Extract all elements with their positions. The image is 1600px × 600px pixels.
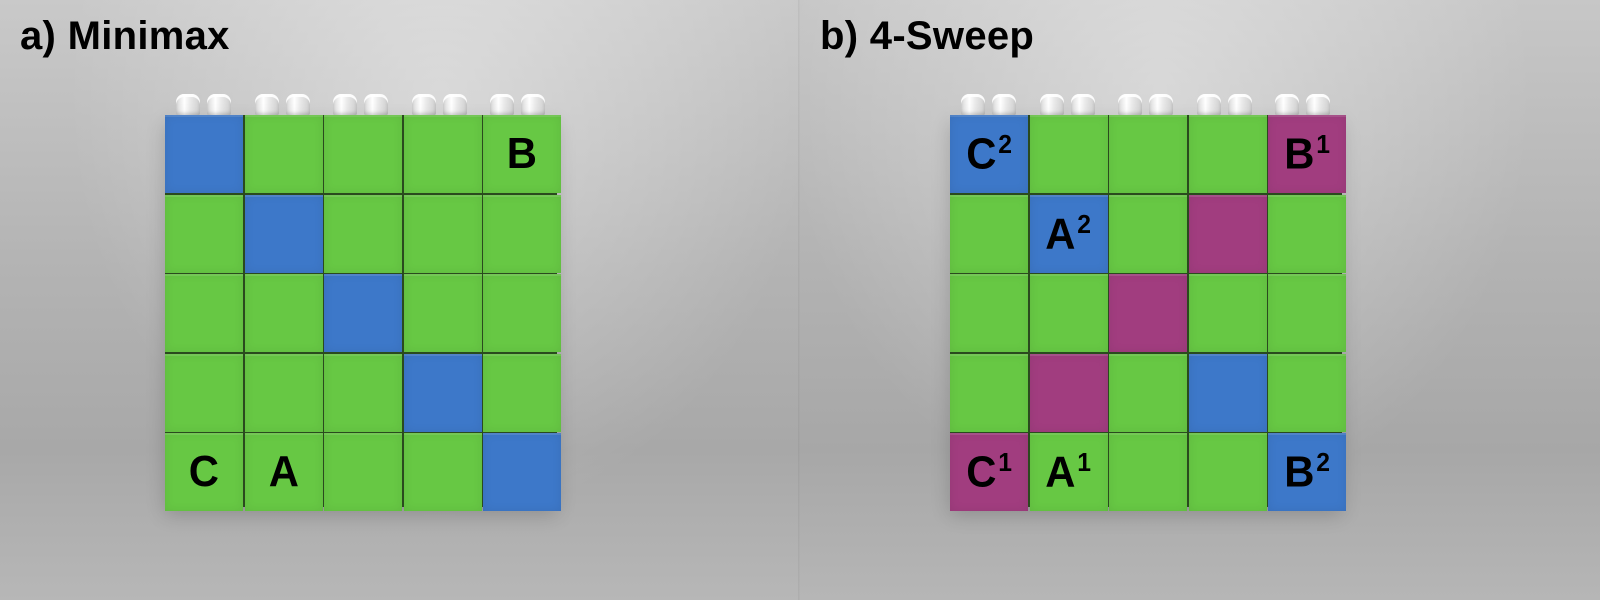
grid-cell-magenta	[1029, 353, 1108, 432]
cell-label: A2	[1046, 211, 1092, 257]
grid-cell-green: C	[165, 433, 243, 511]
grid-cell-green	[1188, 433, 1267, 511]
grid-cell-green	[1109, 433, 1187, 511]
cell-label-letter: B	[506, 129, 538, 178]
grid-cell-blue: C2	[950, 115, 1028, 193]
cell-label-letter: C	[966, 447, 997, 497]
cell-label-superscript: 2	[998, 129, 1012, 160]
grid-cell-green	[1029, 274, 1108, 352]
brick-studs-minimax	[165, 94, 557, 120]
grid-cell-green	[1109, 194, 1187, 273]
grid-cell-magenta: B1	[1268, 115, 1346, 193]
cell-label-superscript: 2	[1316, 447, 1330, 478]
grid-cell-green	[1268, 194, 1346, 273]
grid-cell-green: B	[483, 115, 561, 193]
grid-cell-green	[483, 274, 561, 352]
grid-cell-green	[1029, 115, 1108, 193]
grid-cell-magenta: C1	[950, 433, 1028, 511]
cell-label-letter: B	[1284, 447, 1315, 497]
cell-label-superscript: 1	[1077, 447, 1092, 478]
grid-cell-green	[244, 115, 323, 193]
grid-cell-magenta	[1188, 194, 1267, 273]
cell-label-letter: C	[188, 447, 220, 496]
cell-label-letter: C	[966, 129, 997, 179]
grid-cell-blue	[165, 115, 243, 193]
grid-cell-green	[324, 353, 402, 432]
panel-title-4-sweep: b) 4-Sweep	[820, 14, 1035, 58]
grid-cell-green	[324, 115, 402, 193]
grid-cell-magenta	[1109, 274, 1187, 352]
grid-cell-green	[1109, 353, 1187, 432]
grid-cell-green	[403, 274, 482, 352]
grid-cell-green	[1188, 115, 1267, 193]
cell-label-superscript: 1	[1316, 129, 1330, 160]
grid-cell-green	[950, 194, 1028, 273]
cell-label: A	[268, 450, 298, 494]
grid-cell-blue: A2	[1029, 194, 1108, 273]
cell-label-letter: B	[1284, 129, 1315, 179]
grid-cell-blue	[244, 194, 323, 273]
cell-label-letter: A	[268, 447, 299, 496]
cell-label: A1	[1046, 449, 1092, 495]
grid-cell-green	[403, 194, 482, 273]
brick-grid-minimax: B C A	[165, 115, 561, 511]
cell-label: C2	[966, 131, 1012, 177]
brick-studs-4-sweep	[950, 94, 1342, 120]
grid-cell-green: A	[244, 433, 323, 511]
grid-cell-green	[1188, 274, 1267, 352]
grid-cell-green	[403, 115, 482, 193]
grid-cell-green	[950, 274, 1028, 352]
cell-label-superscript: 2	[1077, 208, 1092, 239]
cell-label: B	[507, 132, 537, 176]
grid-cell-green	[950, 353, 1028, 432]
grid-cell-green	[403, 433, 482, 511]
cell-label-letter: A	[1045, 209, 1076, 259]
grid-cell-green	[324, 433, 402, 511]
cell-label: C	[189, 450, 219, 494]
grid-cell-green	[165, 194, 243, 273]
grid-cell-green: A1	[1029, 433, 1108, 511]
cell-label-superscript: 1	[998, 447, 1012, 478]
grid-cell-green	[244, 274, 323, 352]
grid-cell-green	[1268, 353, 1346, 432]
grid-cell-green	[165, 353, 243, 432]
panel-minimax: a) Minimax B C A	[0, 0, 800, 600]
grid-cell-blue: B2	[1268, 433, 1346, 511]
grid-cell-green	[483, 194, 561, 273]
grid-cell-blue	[483, 433, 561, 511]
grid-cell-blue	[324, 274, 402, 352]
grid-cell-green	[483, 353, 561, 432]
cell-label: B1	[1284, 131, 1330, 177]
grid-cell-blue	[403, 353, 482, 432]
grid-cell-green	[324, 194, 402, 273]
grid-cell-green	[1268, 274, 1346, 352]
grid-cell-green	[165, 274, 243, 352]
grid-cell-blue	[1188, 353, 1267, 432]
cell-label: C1	[966, 449, 1012, 495]
cell-label-letter: A	[1045, 447, 1076, 497]
cell-label: B2	[1284, 449, 1330, 495]
grid-cell-green	[244, 353, 323, 432]
grid-cell-green	[1109, 115, 1187, 193]
panel-title-minimax: a) Minimax	[20, 14, 230, 58]
